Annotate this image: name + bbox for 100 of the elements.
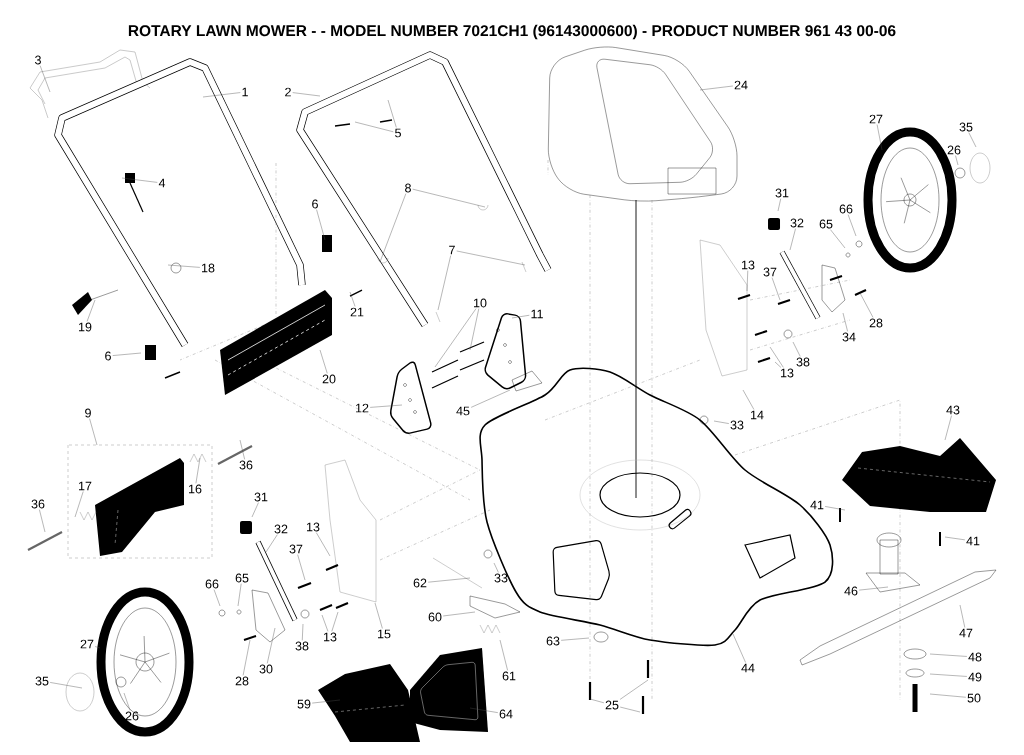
leader-line xyxy=(792,341,801,357)
callout-number: 60 xyxy=(428,612,442,622)
callout-number: 3 xyxy=(35,55,41,65)
leader-line xyxy=(944,415,952,441)
leader-line xyxy=(929,653,968,657)
leader-line xyxy=(493,562,499,573)
leader-line xyxy=(746,270,748,292)
leader-line xyxy=(824,506,846,511)
callout-number: 16 xyxy=(189,484,202,494)
callout-number: 13 xyxy=(324,632,337,642)
leader-line xyxy=(968,132,977,148)
leader-line xyxy=(239,439,245,460)
callout-number: 31 xyxy=(775,188,789,198)
title: ROTARY LAWN MOWER - - MODEL NUMBER 7021CH1 (96143000600) - PRODUCT NUMBER 961 43 00-06 xyxy=(128,24,896,40)
callout-number: 28 xyxy=(235,676,249,686)
callout-number: 31 xyxy=(254,492,268,502)
callout-number: 61 xyxy=(502,671,516,681)
leader-line xyxy=(742,389,755,410)
callout-number: 12 xyxy=(356,403,369,413)
callout-number: 44 xyxy=(741,663,755,673)
callout-number: 13 xyxy=(781,368,794,378)
callout-number: 25 xyxy=(605,700,619,710)
leader-line xyxy=(354,121,394,132)
callout-number: 50 xyxy=(967,693,981,703)
callout-number: 27 xyxy=(80,639,94,649)
leader-line xyxy=(499,639,508,671)
callout-number: 49 xyxy=(968,672,982,682)
callout-number: 9 xyxy=(85,408,91,418)
leader-line xyxy=(123,692,131,711)
callout-number: 6 xyxy=(105,351,111,361)
callout-number: 8 xyxy=(405,183,411,193)
leader-line xyxy=(469,707,499,713)
leader-line xyxy=(319,349,328,374)
callout-number: 33 xyxy=(730,420,744,430)
leader-line xyxy=(437,255,451,311)
callout-number: 13 xyxy=(742,260,755,270)
leader-line xyxy=(242,639,251,676)
leader-line xyxy=(619,706,641,713)
callout-number: 11 xyxy=(531,309,543,319)
callout-number: 37 xyxy=(289,544,303,554)
callout-number: 64 xyxy=(499,709,513,719)
leader-line xyxy=(876,124,883,151)
leader-line xyxy=(955,155,959,166)
callout-number: 36 xyxy=(239,460,253,470)
callout-number: 34 xyxy=(842,332,856,342)
leader-line xyxy=(470,389,511,408)
callout-number: 66 xyxy=(839,204,853,214)
leader-line xyxy=(321,614,329,632)
leader-line xyxy=(311,699,341,704)
callout-number: 26 xyxy=(125,711,139,721)
leader-line xyxy=(39,509,46,533)
leader-line xyxy=(195,457,201,484)
callout-number: 41 xyxy=(966,536,980,546)
callout-number: 33 xyxy=(494,573,508,583)
leader-line xyxy=(560,637,590,641)
callout-number: 41 xyxy=(810,500,824,510)
callout-number: 45 xyxy=(456,406,470,416)
callout-number: 38 xyxy=(796,357,810,367)
callout-number: 13 xyxy=(307,522,320,532)
callout-number: 47 xyxy=(959,628,973,638)
leader-line xyxy=(86,299,96,322)
callout-number: 36 xyxy=(31,499,45,509)
callout-number: 19 xyxy=(79,322,92,332)
leader-line xyxy=(929,673,968,677)
leader-line xyxy=(331,611,339,632)
callout-number: 32 xyxy=(790,218,804,228)
leader-line xyxy=(842,312,848,332)
leader-line xyxy=(94,646,101,649)
leader-line xyxy=(202,92,241,98)
leader-line xyxy=(713,420,730,424)
callout-number: 66 xyxy=(205,579,219,589)
callout-number: 18 xyxy=(202,263,215,273)
callout-number: 14 xyxy=(751,410,764,420)
callout-number: 65 xyxy=(235,573,249,583)
leader-line xyxy=(39,65,51,93)
leader-line xyxy=(297,554,306,581)
callout-number: 7 xyxy=(449,245,455,255)
leader-line xyxy=(944,536,966,541)
leader-line xyxy=(387,99,397,128)
callout-number: 65 xyxy=(819,219,833,229)
callout-number: 59 xyxy=(297,699,311,709)
leader-line xyxy=(379,193,407,263)
callout-number: 20 xyxy=(322,374,336,384)
callout-number: 63 xyxy=(546,636,560,646)
callout-number: 4 xyxy=(158,178,166,188)
leader-line xyxy=(369,404,403,408)
leader-line xyxy=(847,214,857,237)
callout-number: 24 xyxy=(734,80,748,90)
callout-number: 21 xyxy=(350,307,364,317)
callout-number: 17 xyxy=(79,481,92,491)
callout-number: 27 xyxy=(869,114,883,124)
leader-line xyxy=(237,583,242,607)
leader-line xyxy=(349,291,356,307)
leader-line xyxy=(265,534,278,553)
leader-line xyxy=(699,85,734,91)
leader-line xyxy=(511,315,530,319)
leader-line xyxy=(121,177,158,183)
callout-number: 15 xyxy=(378,629,391,639)
callout-number: 1 xyxy=(242,87,248,97)
leader-line xyxy=(774,361,782,368)
